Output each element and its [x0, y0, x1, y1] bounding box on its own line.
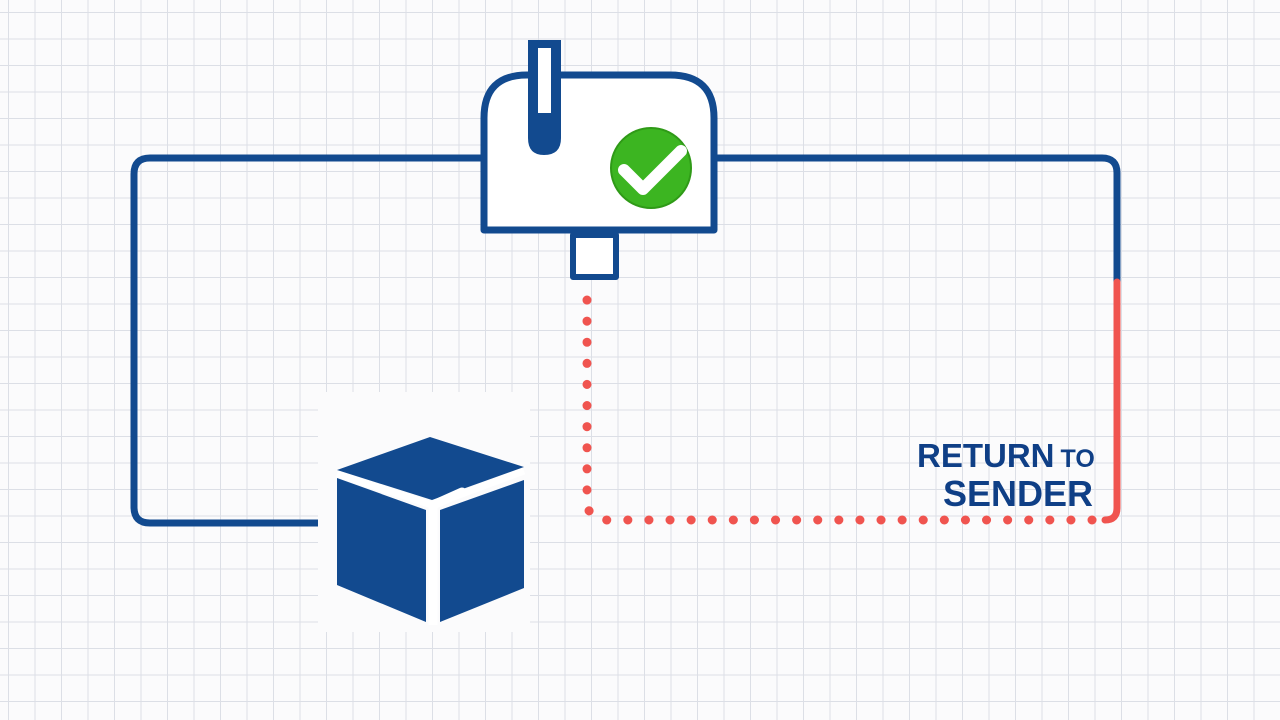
mailbox-post [570, 232, 619, 280]
delivery-path-right [710, 154, 1121, 286]
return-path-dotted [582, 295, 1105, 525]
package-box-icon [318, 392, 530, 632]
label-sender: SENDER [943, 473, 1093, 514]
check-icon [610, 127, 692, 209]
delivery-path-left [130, 154, 488, 527]
return-path-solid [1101, 278, 1121, 524]
